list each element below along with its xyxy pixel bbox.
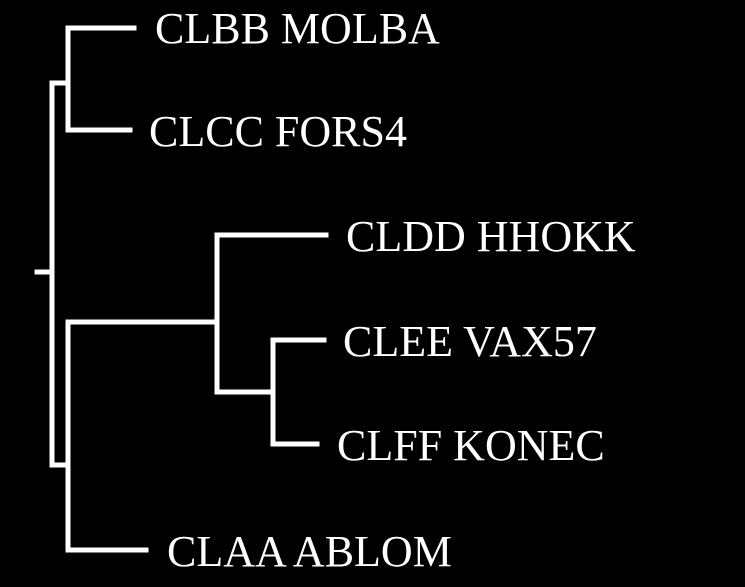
leaf-label-clee: CLEE VAX57 — [343, 317, 597, 366]
leaf-label-clff: CLFF KONEC — [337, 421, 605, 470]
leaf-label-clcc: CLCC FORS4 — [149, 107, 407, 156]
leaf-label-cldd: CLDD HHOKK — [346, 212, 636, 261]
leaf-label-clbb: CLBB MOLBA — [155, 4, 440, 53]
leaf-label-claa: CLAA ABLOM — [167, 527, 452, 576]
